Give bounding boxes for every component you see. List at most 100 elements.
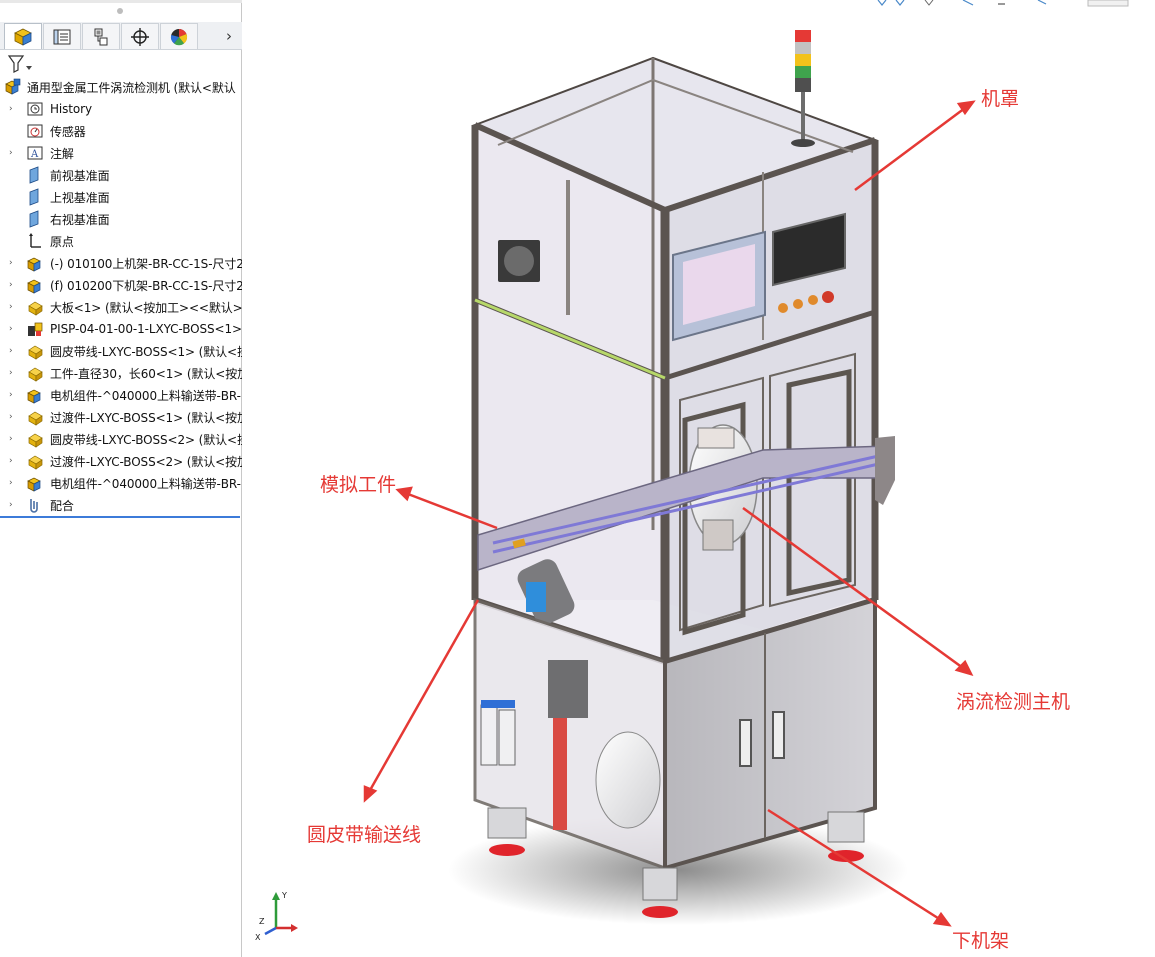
tree-item[interactable]: › 配合	[0, 494, 242, 516]
arrow-host	[742, 506, 964, 670]
tree-item-label: 电机组件-^040000上料输送带-BR-	[50, 388, 241, 403]
tree-item-label: 工件-直径30，长60<1> (默认<按加	[50, 366, 242, 381]
callout-workpiece: 模拟工件	[320, 474, 397, 496]
tree-item[interactable]: ›(f) 010200下机架-BR-CC-1S-尺寸2	[0, 274, 242, 296]
tree-item-label: 圆皮带线-LXYC-BOSS<1> (默认<挂	[50, 344, 242, 359]
tree-item-label: 注解	[50, 146, 74, 161]
tree-item-label: 原点	[50, 234, 74, 249]
tree-item[interactable]: 上视基准面	[0, 186, 242, 208]
tree-item[interactable]: › 圆皮带线-LXYC-BOSS<2> (默认<挂	[0, 428, 242, 450]
heads-up-toolbar-edge[interactable]	[863, 0, 1155, 8]
tree-item[interactable]: › PISP-04-01-00-1-LXYC-BOSS<1>	[0, 318, 242, 340]
feature-manager-panel: › 通用型金属工件涡流检测机 (默认<默认 › History 传感器 › A 注解前视基…	[0, 0, 242, 957]
assembly-icon	[5, 78, 21, 95]
arrow-cover	[854, 106, 966, 192]
graphics-area[interactable]: 机罩 模拟工件 涡流检测主机 圆皮带输送线 下机架 Y Z X	[243, 0, 1155, 957]
plane-icon	[29, 210, 39, 228]
tree-item-label: 过渡件-LXYC-BOSS<2> (默认<按加	[50, 454, 242, 469]
callout-conveyor: 圆皮带输送线	[307, 824, 422, 846]
history-icon	[27, 102, 43, 116]
expand-chevron-icon[interactable]: ›	[9, 104, 13, 114]
expand-chevron-icon[interactable]: ›	[9, 346, 13, 356]
tree-item[interactable]: 右视基准面	[0, 208, 242, 230]
tree-item[interactable]: 原点	[0, 230, 242, 252]
expand-chevron-icon[interactable]: ›	[9, 258, 13, 268]
annotation-icon: A	[27, 146, 43, 160]
tree-item[interactable]: › 过渡件-LXYC-BOSS<2> (默认<按加	[0, 450, 242, 472]
callout-lower-frame: 下机架	[952, 930, 1010, 952]
expand-chevron-icon[interactable]: ›	[9, 324, 13, 334]
tree-rollback-bar[interactable]	[0, 516, 240, 518]
tree-item[interactable]: › 工件-直径30，长60<1> (默认<按加	[0, 362, 242, 384]
part-icon	[28, 345, 43, 360]
lower-frame	[473, 597, 877, 918]
expand-chevron-icon[interactable]: ›	[9, 456, 13, 466]
mates-icon	[30, 499, 38, 513]
tree-item[interactable]: › History	[0, 98, 242, 120]
expand-chevron-icon[interactable]: ›	[9, 434, 13, 444]
svg-text:X: X	[255, 933, 261, 942]
tree-filter-bar	[4, 52, 240, 76]
tab-feature-manager[interactable]	[4, 23, 42, 49]
expand-chevron-icon[interactable]: ›	[9, 148, 13, 158]
part-icon	[28, 411, 43, 426]
arrowhead-host	[954, 659, 974, 676]
tree-item[interactable]: › 电机组件-^040000上料输送带-BR-	[0, 472, 242, 494]
tree-item-label: 配合	[50, 498, 74, 513]
part-icon	[28, 455, 43, 470]
configuration-icon	[94, 28, 108, 45]
appearance-icon	[170, 28, 188, 45]
expand-chevron-icon[interactable]: ›	[9, 478, 13, 488]
tree-item[interactable]: › A 注解	[0, 142, 242, 164]
machine-model-view[interactable]	[243, 0, 1155, 957]
part-icon	[28, 367, 43, 382]
assembly-icon	[28, 322, 43, 336]
tree-item-label: History	[50, 102, 92, 116]
tree-item-label: 电机组件-^040000上料输送带-BR-	[50, 476, 241, 491]
tree-item-label: 右视基准面	[50, 212, 110, 227]
tree-item-label: 前视基准面	[50, 168, 110, 183]
tab-configuration-manager[interactable]	[82, 23, 120, 49]
subassembly-icon	[27, 279, 41, 294]
arrow-lower-frame	[767, 808, 942, 922]
svg-text:Y: Y	[281, 891, 287, 900]
tree-item[interactable]: › 电机组件-^040000上料输送带-BR-	[0, 384, 242, 406]
expand-chevron-icon[interactable]: ›	[9, 280, 13, 290]
expand-chevron-icon[interactable]: ›	[9, 412, 13, 422]
expand-chevron-icon[interactable]: ›	[9, 368, 13, 378]
feature-tree-icon	[14, 28, 32, 46]
part-icon	[28, 433, 43, 448]
arrowhead-lower-frame	[932, 911, 952, 927]
arrowhead-cover	[956, 100, 976, 116]
floor-shadow	[448, 815, 908, 925]
tree-item-label: 上视基准面	[50, 190, 110, 205]
tree-item-label: 大板<1> (默认<按加工><<默认>_	[50, 300, 242, 315]
tree-item[interactable]: ›过渡件-LXYC-BOSS<1> (默认<按加	[0, 406, 242, 428]
tree-item[interactable]: 传感器	[0, 120, 242, 142]
tab-dimxpert-manager[interactable]	[121, 23, 159, 49]
tab-property-manager[interactable]	[43, 23, 81, 49]
panel-top-border	[0, 0, 242, 3]
panel-grip-handle[interactable]	[117, 8, 123, 14]
arrow-workpiece	[407, 492, 498, 530]
arrowhead-conveyor	[363, 785, 378, 803]
tree-item[interactable]: › 大板<1> (默认<按加工><<默认>_	[0, 296, 242, 318]
manager-tab-bar: ›	[0, 22, 242, 50]
expand-chevron-icon[interactable]: ›	[9, 500, 13, 510]
arrowhead-workpiece	[395, 486, 413, 502]
expand-chevron-icon[interactable]: ›	[9, 390, 13, 400]
tree-item[interactable]: 前视基准面	[0, 164, 242, 186]
tree-root-assembly[interactable]: 通用型金属工件涡流检测机 (默认<默认	[0, 76, 242, 98]
tree-item[interactable]: ›(-) 010100上机架-BR-CC-1S-尺寸2	[0, 252, 242, 274]
svg-text:A: A	[30, 149, 39, 160]
tree-item[interactable]: › 圆皮带线-LXYC-BOSS<1> (默认<挂	[0, 340, 242, 362]
expand-chevron-icon[interactable]: ›	[9, 302, 13, 312]
property-icon	[53, 29, 71, 44]
tree-item-label: 圆皮带线-LXYC-BOSS<2> (默认<挂	[50, 432, 242, 447]
chevron-right-icon[interactable]: ›	[226, 27, 232, 45]
tab-display-manager[interactable]	[160, 23, 198, 49]
tree-item-label: PISP-04-01-00-1-LXYC-BOSS<1>	[50, 322, 242, 336]
part-icon	[28, 301, 43, 316]
reference-triad[interactable]: Y Z X	[251, 884, 301, 944]
filter-icon[interactable]	[6, 53, 34, 75]
